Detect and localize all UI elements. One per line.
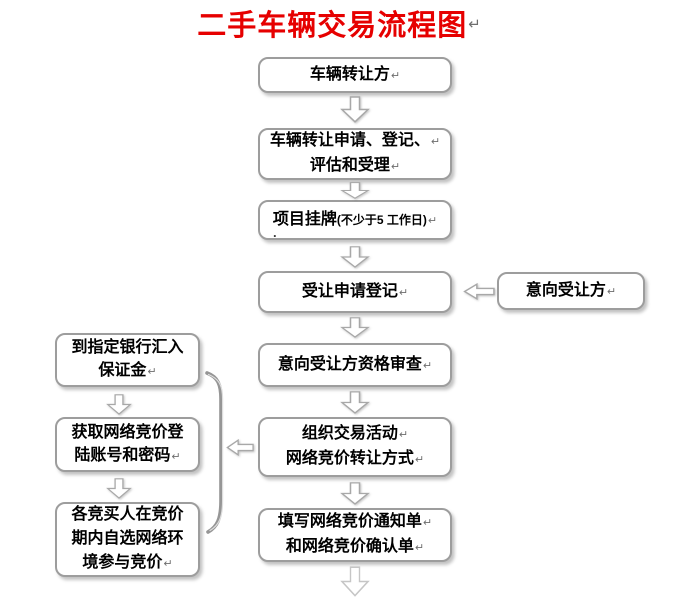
bracket-brace (202, 369, 228, 537)
left-arrow-icon (226, 439, 254, 456)
left-arrow-icon (463, 283, 495, 300)
return-mark-icon: ↵ (163, 558, 173, 570)
return-mark-icon: ↵ (398, 286, 409, 299)
step-label: 保证金↵ (98, 362, 157, 379)
return-mark-icon: ↵ (422, 359, 433, 372)
return-mark-icon: ↵ (414, 542, 425, 554)
step-label: 项目挂牌(不少于5 工作日)↵ (272, 210, 438, 228)
step-label: 获取网络竞价登 (71, 423, 184, 441)
return-mark-icon: ↵ (414, 454, 425, 466)
step-label: 境参与竞价↵ (82, 554, 173, 571)
return-mark-icon: ↵ (147, 366, 157, 378)
flow-step-transferee-application: 受让申请登记↵ (258, 271, 452, 313)
step-label: 陆账号和密码↵ (74, 446, 181, 464)
flow-step-application-registration: 车辆转让申请、登记、↵ 评估和受理↵ (258, 128, 452, 180)
down-arrow-icon (340, 246, 370, 268)
flow-step-bank-deposit: 到指定银行汇入 保证金↵ (55, 333, 200, 387)
flow-step-fill-forms: 填写网络竞价通知单↵ 和网络竞价确认单↵ (258, 508, 452, 562)
down-arrow-icon (340, 391, 370, 414)
return-mark-icon: ↵ (427, 214, 438, 227)
step-label: 受让申请登记↵ (301, 282, 409, 300)
flow-step-get-account: 获取网络竞价登 陆账号和密码↵ (55, 417, 200, 472)
flow-step-organize-trading: 组织交易活动↵ 网络竞价转让方式↵ (258, 417, 452, 477)
box-intended-transferee: 意向受让方↵ (497, 272, 645, 310)
step-label: 意向受让方资格审查↵ (277, 355, 433, 373)
step-label: 车辆转让方↵ (309, 65, 401, 83)
step-label: 网络竞价转让方式↵ (285, 450, 425, 467)
step-label: 各竞买人在竞价 (71, 506, 184, 523)
return-mark-icon: ↵ (430, 136, 441, 148)
page-title: 二手车辆交易流程图↵ (0, 2, 679, 44)
step-label: 填写网络竞价通知单↵ (277, 513, 433, 530)
stray-period-mark: . (273, 225, 277, 240)
flow-step-bidders-participate: 各竞买人在竞价 期内自选网络环 境参与竞价↵ (55, 502, 200, 577)
step-label: 意向受让方↵ (525, 281, 617, 299)
return-mark-icon: ↵ (171, 450, 181, 463)
down-arrow-icon (106, 478, 132, 499)
down-arrow-icon (340, 182, 370, 199)
return-mark-icon: ↵ (398, 429, 409, 441)
step-label: 评估和受理↵ (309, 157, 401, 174)
step-label: 组织交易活动↵ (301, 425, 409, 442)
step-label: 期内自选网络环 (71, 530, 184, 547)
return-mark-icon: ↵ (468, 16, 482, 33)
return-mark-icon: ↵ (390, 161, 401, 173)
return-mark-icon: ↵ (422, 517, 433, 529)
step-label: 车辆转让申请、登记、↵ (269, 132, 441, 149)
step-label: 和网络竞价确认单↵ (285, 538, 425, 555)
flow-continues-arrow-icon (340, 566, 370, 597)
return-mark-icon: ↵ (606, 285, 617, 298)
down-arrow-icon (340, 96, 370, 123)
flow-step-vehicle-transferor: 车辆转让方↵ (258, 57, 452, 93)
page-title-text: 二手车辆交易流程图 (197, 10, 468, 42)
down-arrow-icon (106, 394, 132, 415)
return-mark-icon: ↵ (390, 69, 401, 82)
down-arrow-icon (340, 317, 370, 338)
step-label: 到指定银行汇入 (71, 339, 184, 356)
flow-step-qualification-review: 意向受让方资格审查↵ (258, 343, 452, 387)
listing-duration-note: (不少于5 工作日) (336, 212, 427, 227)
flow-step-project-listing: 项目挂牌(不少于5 工作日)↵ . (258, 200, 452, 240)
down-arrow-icon (340, 482, 370, 505)
